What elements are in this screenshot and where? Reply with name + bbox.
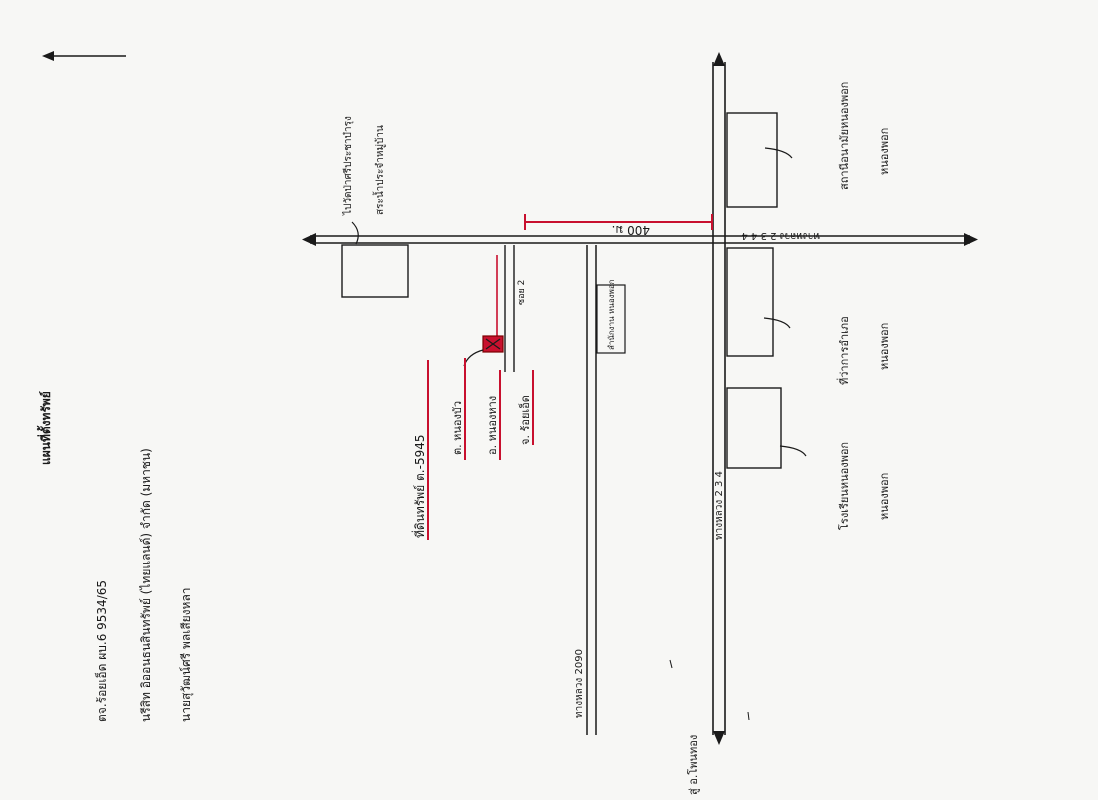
property-tambon-label: ต. หนองบัว: [451, 401, 464, 455]
building-small: สำนักงาน หนองพอก: [596, 279, 626, 354]
property-marker: [463, 335, 504, 367]
district-office: ที่ว่าการอำเภอ หนองพอก: [726, 247, 891, 385]
district-office-sub-label: หนองพอก: [878, 323, 891, 370]
school-sub-label: หนองพอก: [878, 473, 891, 520]
document-header: แผนที่ตั้งทรัพย์ ตจ.ร้อยเอ็ด ผบ.6 9534/6…: [36, 391, 194, 722]
cross-highway: ทางหลวง 2 3 4 4: [302, 230, 978, 246]
temple-top-label: ไปวัดป่าศรีประชาบำรุง: [342, 116, 354, 216]
alley-label: ซอย 2: [517, 280, 527, 305]
header-line-3: นายสุวัฒน์ศรี พลเสียงหลา: [179, 587, 194, 722]
distance-marker: 400 ม.: [524, 214, 713, 237]
school: โรงเรียนหนองพอก หนองพอก: [726, 387, 891, 530]
distance-label: 400 ม.: [612, 223, 650, 237]
health-center: สถานีอนามัยหนองพอก หนองพอก: [726, 82, 891, 208]
property-province-label: จ. ร้อยเอ็ด: [518, 395, 532, 445]
district-office-label: ที่ว่าการอำเภอ: [836, 316, 851, 385]
header-line-1: ตจ.ร้อยเอ็ด ผบ.6 9534/65: [94, 580, 109, 722]
document-title: แผนที่ตั้งทรัพย์: [36, 391, 53, 465]
property-owner-label: ที่ดินทรัพย์ ต.-5945: [411, 435, 427, 539]
highway-top-label: ทางหลวง 2 3 4 4: [742, 230, 820, 241]
road-2090: ทางหลวง 2090: [574, 245, 597, 735]
to-town-label: สู่ อ.โพนทอง: [686, 735, 700, 795]
main-highway: ทางหลวง 2 3 4 สู่ อ.โพนทอง: [686, 52, 726, 795]
temple-top-sub-label: สระน้ำประจำหมู่บ้าน: [372, 125, 386, 215]
school-label: โรงเรียนหนองพอก: [837, 442, 851, 530]
health-center-label: สถานีอนามัยหนองพอก: [838, 82, 851, 190]
temple-top: ไปวัดป่าศรีประชาบำรุง สระน้ำประจำหมู่บ้า…: [341, 116, 409, 298]
health-center-sub-label: หนองพอก: [878, 128, 891, 175]
highway-bottom-label: ทางหลวง 2 3 4: [714, 471, 725, 540]
road-2090-label: ทางหลวง 2090: [574, 649, 585, 718]
alley: ซอย 2: [496, 245, 527, 372]
header-line-2: นรีสิท อิออนธนสินทรัพย์ (ไทยแลนด์) จำกัด…: [139, 448, 153, 722]
property-info: ที่ดินทรัพย์ ต.-5945 ต. หนองบัว อ. หนองห…: [411, 358, 534, 540]
property-amphoe-label: อ. หนองหาง: [486, 396, 499, 455]
north-arrow-icon: [42, 51, 126, 61]
building-small-label: สำนักงาน หนองพอก: [607, 279, 616, 350]
